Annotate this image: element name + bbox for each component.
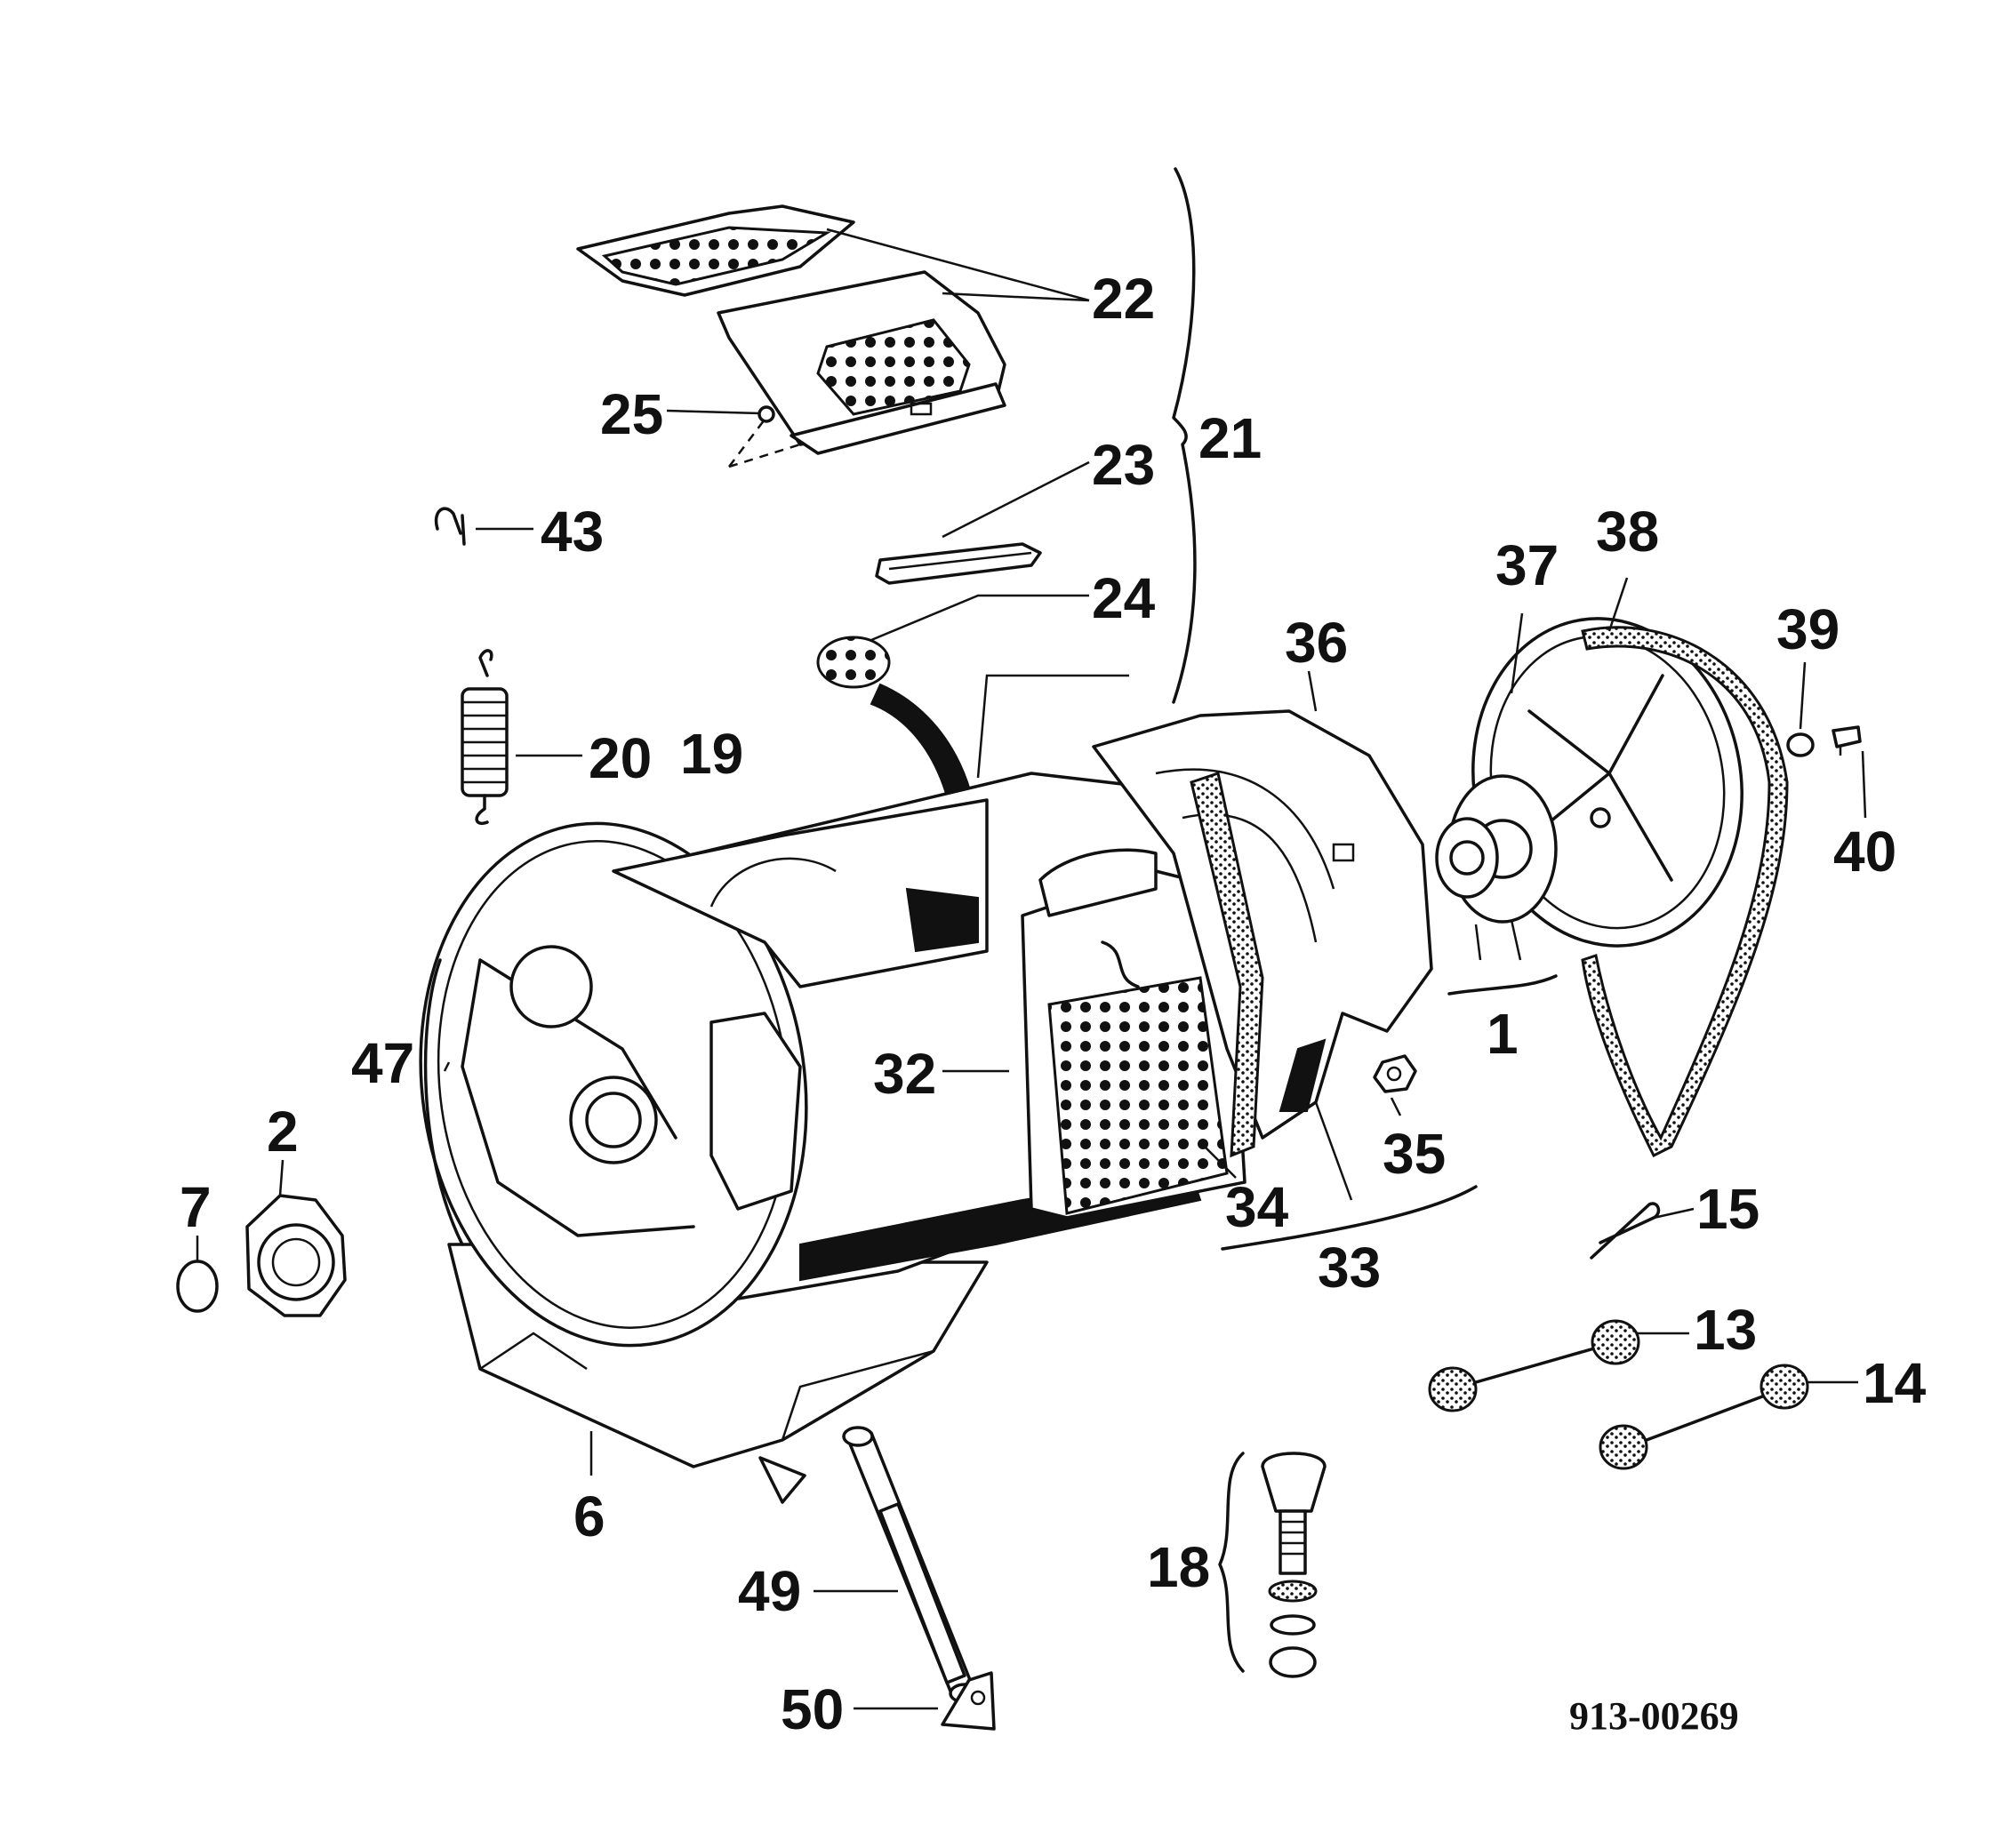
callout-38: 38 [1596,500,1659,564]
part-38-belt [1581,626,1789,1158]
part-18-foot [1218,1452,1327,1678]
part-15-clip [1590,1202,1661,1260]
callout-36: 36 [1285,611,1348,675]
callout-22: 22 [1092,267,1155,331]
inner-drum [1021,848,1246,1220]
callout-15: 15 [1696,1177,1760,1241]
leader-lines [196,228,1867,1710]
callout-labels: 22 21 25 23 43 24 36 37 38 39 20 19 40 1… [180,267,1927,1741]
callout-23: 23 [1092,433,1155,497]
callout-47: 47 [351,1031,414,1095]
callout-50: 50 [781,1677,844,1741]
brace-33 [1221,1185,1478,1251]
callout-20: 20 [589,726,652,790]
part-13-damper [1428,1319,1640,1412]
callout-6: 6 [573,1484,605,1548]
part-7-circlip [176,1260,219,1313]
callout-32: 32 [873,1042,936,1106]
part-36-rear-tub [1092,709,1433,1158]
part-39-nut [1786,732,1815,757]
callout-37: 37 [1495,533,1559,597]
callout-2: 2 [267,1100,299,1164]
part-23-lifter [875,542,1042,585]
callout-33: 33 [1318,1236,1381,1300]
callout-18: 18 [1147,1535,1210,1599]
part-40-bolt [1832,725,1862,756]
callout-13: 13 [1694,1298,1757,1362]
callout-24: 24 [1092,566,1156,630]
part-47-front-ring [423,958,464,1246]
callout-43: 43 [541,500,604,564]
callout-19: 19 [680,722,743,786]
part-1-hub-flange [1435,774,1558,961]
part-50-bracket [941,1671,996,1731]
document-number: 913-00269 [1569,1694,1739,1738]
part-14-damper [1599,1364,1809,1470]
brace-1 [1447,974,1558,996]
part-20-spring [461,649,509,825]
callout-1: 1 [1487,1002,1519,1066]
part-35-nut [1373,1054,1417,1093]
callout-7: 7 [180,1175,212,1239]
part-2-bearing-housing [245,1194,347,1317]
callout-34: 34 [1225,1175,1289,1239]
callout-35: 35 [1383,1122,1446,1186]
callout-21: 21 [1198,406,1262,470]
callout-25: 25 [600,382,663,446]
part-49-shock-absorber [842,1426,981,1704]
callout-39: 39 [1776,597,1840,661]
callout-49: 49 [738,1559,801,1623]
brace-21 [1172,167,1197,704]
callout-14: 14 [1863,1351,1927,1415]
part-43-hook [434,507,466,546]
part-22-cover-panels [576,204,1006,455]
callout-40: 40 [1833,820,1896,884]
